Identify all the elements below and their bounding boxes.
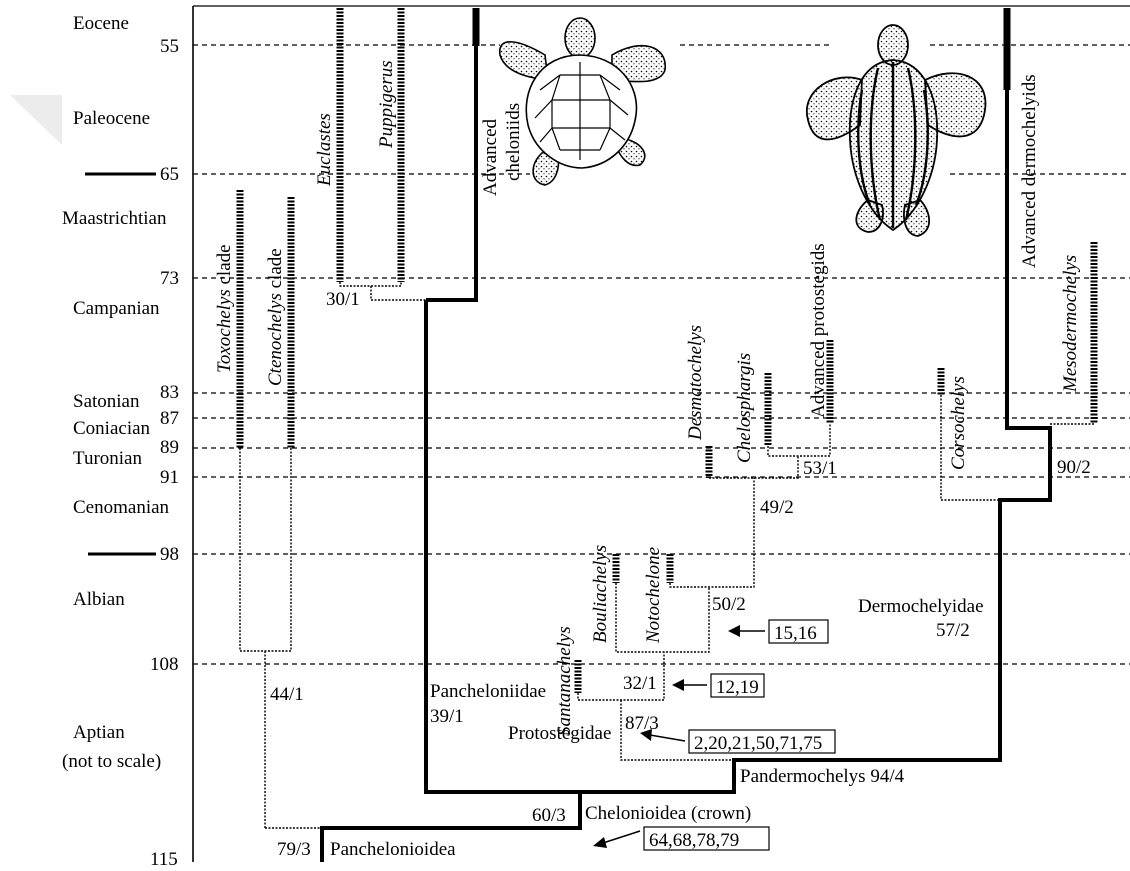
corner-mark xyxy=(10,95,62,145)
taxon-label-corsochelys: Corsochelys xyxy=(948,376,969,470)
age-label: 108 xyxy=(150,654,179,675)
age-label: 55 xyxy=(160,36,179,57)
node-label: 44/1 xyxy=(270,684,304,705)
node-label: 57/2 xyxy=(936,620,970,641)
clade-label-pancheloniidae: Pancheloniidae xyxy=(430,681,546,702)
age-label: 115 xyxy=(150,849,178,870)
period-label: Turonian xyxy=(73,448,142,469)
node-label: 53/1 xyxy=(803,458,837,479)
period-label: Campanian xyxy=(73,298,160,319)
taxon-label-advanced-dermochelyids: Advanced dermochelyids xyxy=(1019,74,1040,268)
taxon-label-notochelone: Notochelone xyxy=(643,547,664,644)
period-label: Coniacian xyxy=(73,418,151,439)
period-label: Maastrichtian xyxy=(62,208,167,229)
age-label: 91 xyxy=(160,467,179,488)
taxon-label-puppigerus: Puppigerus xyxy=(376,60,397,149)
taxon-label-bouliachelys: Bouliachelys xyxy=(590,545,611,643)
taxon-label-toxochelys: Toxochelys clade xyxy=(214,244,235,373)
taxon-label-ctenochelys: Ctenochelys clade xyxy=(265,248,286,386)
node-label: 79/3 xyxy=(277,839,311,860)
clade-label-dermochelyidae: Dermochelyidae xyxy=(858,596,984,617)
period-label: Cenomanian xyxy=(73,497,170,518)
svg-text:12,19: 12,19 xyxy=(716,677,759,698)
tree-thick-branches xyxy=(322,46,1050,862)
period-label: Satonian xyxy=(73,391,140,412)
age-label: 89 xyxy=(160,437,179,458)
node-label: 87/3 xyxy=(625,713,659,734)
sea-turtle-icon xyxy=(500,18,665,185)
period-label: Eocene xyxy=(73,13,129,34)
taxon-label-desmatochelys: Desmatochelys xyxy=(685,325,706,441)
taxon-label-advanced-cheloniids: Advanced xyxy=(480,118,501,196)
taxon-label-santanachelys: Santanachelys xyxy=(554,626,575,736)
taxon-label-chelosphargis: Chelosphargis xyxy=(734,353,755,463)
leatherback-turtle-icon xyxy=(807,25,986,236)
character-box-1: 15,16 xyxy=(728,620,828,644)
age-label: 87 xyxy=(160,408,179,429)
character-box-3: 2,20,21,50,71,75 xyxy=(640,729,835,754)
taxon-label-advanced-cheloniids: cheloniids xyxy=(503,103,524,181)
node-label: 49/2 xyxy=(760,497,794,518)
node-label: 30/1 xyxy=(326,289,360,310)
age-label: 83 xyxy=(160,382,179,403)
node-label: 90/2 xyxy=(1057,457,1091,478)
character-box-2: 12,19 xyxy=(672,674,764,698)
taxon-label-euclastes: Euclastes xyxy=(314,113,335,187)
clade-label-pandermochelys: Pandermochelys 94/4 xyxy=(740,766,905,787)
clade-label-panchelonioidea: Panchelonioidea xyxy=(330,839,456,860)
node-label: 32/1 xyxy=(623,673,657,694)
age-label: 73 xyxy=(160,268,179,289)
node-label: 60/3 xyxy=(532,805,566,826)
period-label: (not to scale) xyxy=(62,751,161,772)
taxon-label-advanced-protostegids: Advanced protostegids xyxy=(808,243,829,418)
svg-text:15,16: 15,16 xyxy=(774,623,817,644)
svg-text:64,68,78,79: 64,68,78,79 xyxy=(649,830,739,851)
period-label: Albian xyxy=(73,589,125,610)
period-label: Aptian xyxy=(73,722,125,743)
character-box-4: 64,68,78,79 xyxy=(593,827,769,851)
clade-label-chelonioidea: Chelonioidea (crown) xyxy=(585,803,751,824)
node-label: 39/1 xyxy=(430,706,464,727)
svg-text:2,20,21,50,71,75: 2,20,21,50,71,75 xyxy=(694,733,822,754)
clade-label-protostegidae: Protostegidae xyxy=(508,723,611,744)
age-label: 65 xyxy=(160,164,179,185)
age-label: 98 xyxy=(160,544,179,565)
period-label: Paleocene xyxy=(73,108,150,129)
node-label: 50/2 xyxy=(712,594,746,615)
taxon-label-mesodermochelys: Mesodermochelys xyxy=(1060,255,1081,393)
